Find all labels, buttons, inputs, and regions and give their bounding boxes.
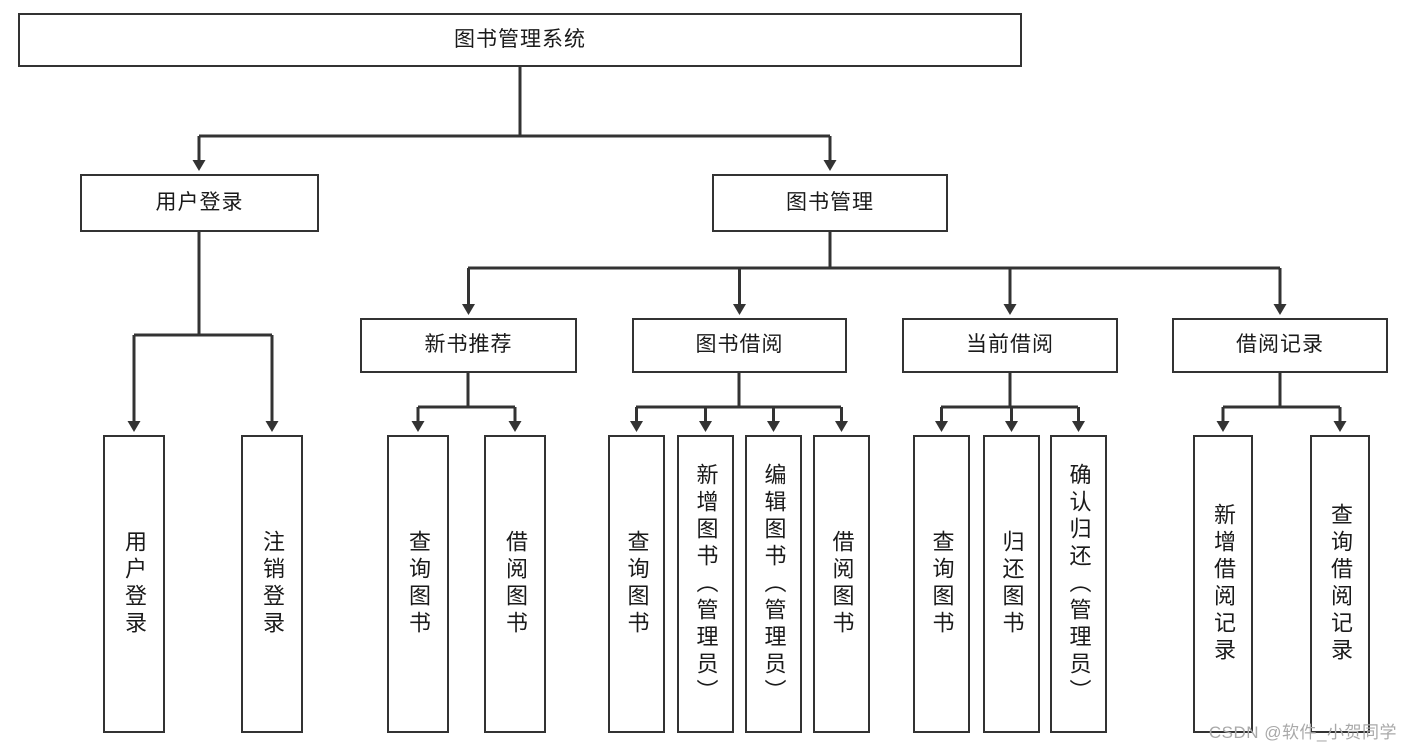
leaf-node-label: 新增图书（管理员） bbox=[693, 462, 719, 706]
node-new-book-recommend[interactable]: 新书推荐 bbox=[360, 318, 577, 373]
leaf-node-label: 用户登录 bbox=[122, 530, 147, 638]
leaf-node[interactable]: 查询图书 bbox=[387, 435, 449, 733]
leaf-node-label: 归还图书 bbox=[999, 530, 1025, 638]
node-user-login[interactable]: 用户登录 bbox=[80, 174, 319, 232]
node-root-label: 图书管理系统 bbox=[454, 27, 586, 51]
leaf-node[interactable]: 确认归还（管理员） bbox=[1050, 435, 1107, 733]
leaf-node[interactable]: 用户登录 bbox=[103, 435, 165, 733]
leaf-node-label: 查询借阅记录 bbox=[1328, 503, 1353, 665]
leaf-node[interactable]: 查询图书 bbox=[608, 435, 665, 733]
leaf-node-label: 注销登录 bbox=[260, 530, 285, 638]
node-borrow-record-label: 借阅记录 bbox=[1236, 333, 1324, 357]
leaf-node-label: 查询图书 bbox=[406, 530, 431, 638]
node-book-management-label: 图书管理 bbox=[786, 190, 874, 214]
leaf-node-label: 借阅图书 bbox=[503, 530, 528, 638]
leaf-node[interactable]: 借阅图书 bbox=[813, 435, 870, 733]
node-new-book-recommend-label: 新书推荐 bbox=[424, 333, 513, 357]
leaf-node[interactable]: 新增借阅记录 bbox=[1193, 435, 1253, 733]
leaf-node[interactable]: 编辑图书（管理员） bbox=[745, 435, 802, 733]
leaf-node[interactable]: 新增图书（管理员） bbox=[677, 435, 734, 733]
leaf-node-label: 借阅图书 bbox=[829, 530, 855, 638]
node-book-management[interactable]: 图书管理 bbox=[712, 174, 948, 232]
leaf-node[interactable]: 借阅图书 bbox=[484, 435, 546, 733]
node-current-borrow[interactable]: 当前借阅 bbox=[902, 318, 1118, 373]
node-current-borrow-label: 当前借阅 bbox=[966, 333, 1054, 357]
leaf-node-label: 查询图书 bbox=[624, 530, 650, 638]
node-book-borrow-label: 图书借阅 bbox=[695, 333, 784, 357]
node-book-borrow[interactable]: 图书借阅 bbox=[632, 318, 847, 373]
leaf-node-label: 确认归还（管理员） bbox=[1066, 462, 1092, 706]
leaf-node[interactable]: 查询借阅记录 bbox=[1310, 435, 1370, 733]
leaf-node-label: 编辑图书（管理员） bbox=[761, 462, 787, 706]
leaf-node-label: 新增借阅记录 bbox=[1211, 503, 1236, 665]
node-root[interactable]: 图书管理系统 bbox=[18, 13, 1022, 67]
node-user-login-label: 用户登录 bbox=[155, 190, 244, 214]
leaf-node-label: 查询图书 bbox=[929, 530, 955, 638]
leaf-node[interactable]: 归还图书 bbox=[983, 435, 1040, 733]
node-borrow-record[interactable]: 借阅记录 bbox=[1172, 318, 1388, 373]
leaf-node[interactable]: 注销登录 bbox=[241, 435, 303, 733]
leaf-node[interactable]: 查询图书 bbox=[913, 435, 970, 733]
